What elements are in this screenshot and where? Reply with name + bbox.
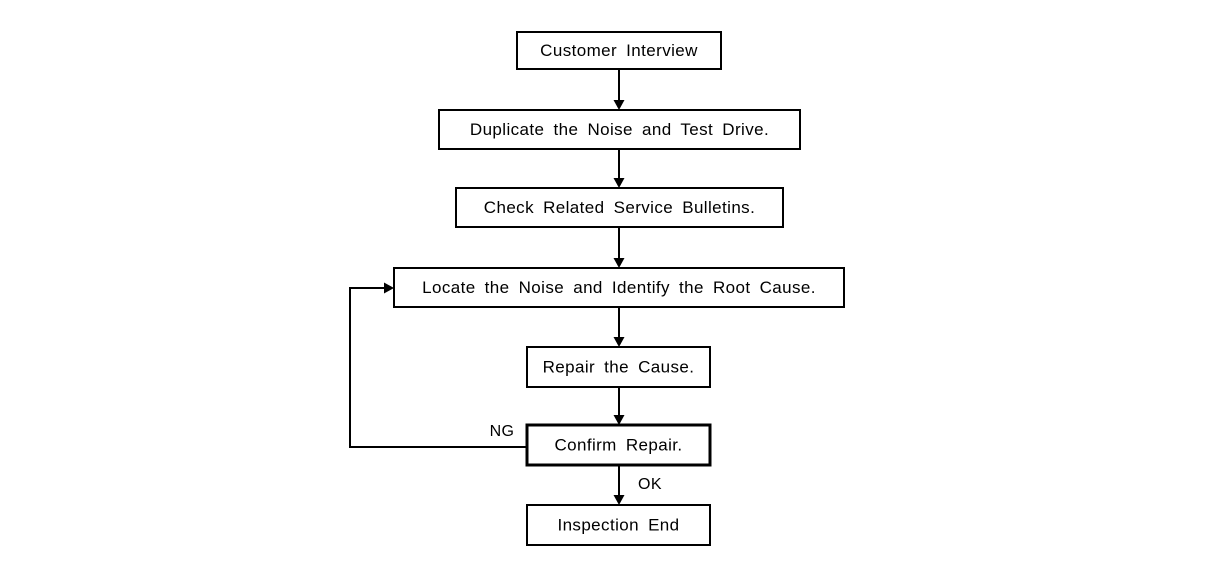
node-label-duplicate-noise: Duplicate the Noise and Test Drive. xyxy=(470,120,769,139)
node-box-repair-cause xyxy=(525,345,712,389)
node-label-customer-interview: Customer Interview xyxy=(540,41,698,60)
node-duplicate-noise[interactable]: Duplicate the Noise and Test Drive. xyxy=(437,108,802,151)
edge-locate-noise-to-repair-cause xyxy=(613,307,625,347)
edge-confirm-repair-to-inspection-end xyxy=(613,465,625,505)
node-label-locate-noise: Locate the Noise and Identify the Root C… xyxy=(422,278,816,297)
edge-confirm-repair-to-locate-noise xyxy=(348,282,527,449)
node-box-confirm-repair xyxy=(525,423,712,467)
node-customer-interview[interactable]: Customer Interview xyxy=(515,30,723,71)
node-locate-noise[interactable]: Locate the Noise and Identify the Root C… xyxy=(392,266,846,309)
edge-customer-interview-to-duplicate-noise xyxy=(613,69,625,110)
label-ng: NG xyxy=(490,423,515,440)
node-label-repair-cause: Repair the Cause. xyxy=(543,357,695,376)
node-box-inspection-end xyxy=(525,503,712,547)
node-box-duplicate-noise xyxy=(437,108,802,151)
node-label-check-bulletins: Check Related Service Bulletins. xyxy=(484,198,755,217)
node-inspection-end[interactable]: Inspection End xyxy=(525,503,712,547)
node-repair-cause[interactable]: Repair the Cause. xyxy=(525,345,712,389)
edge-duplicate-noise-to-check-bulletins xyxy=(613,149,625,188)
node-box-check-bulletins xyxy=(454,186,785,229)
node-box-locate-noise xyxy=(392,266,846,309)
node-confirm-repair[interactable]: Confirm Repair. xyxy=(525,423,712,467)
node-check-bulletins[interactable]: Check Related Service Bulletins. xyxy=(454,186,785,229)
edge-labels-layer: NG OK xyxy=(490,423,662,493)
node-box-customer-interview xyxy=(515,30,723,71)
node-label-confirm-repair: Confirm Repair. xyxy=(554,435,682,454)
node-label-inspection-end: Inspection End xyxy=(557,515,679,534)
edge-repair-cause-to-confirm-repair xyxy=(613,387,625,425)
edge-check-bulletins-to-locate-noise xyxy=(613,227,625,268)
label-ok: OK xyxy=(638,476,662,493)
edges-layer xyxy=(348,69,625,505)
